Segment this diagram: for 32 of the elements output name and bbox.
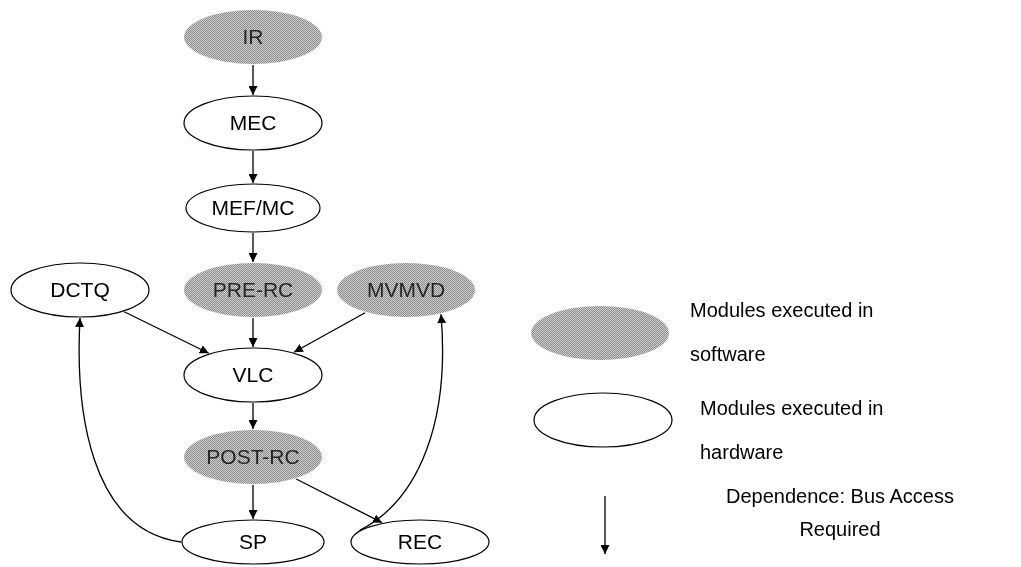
module-label: MEC (229, 111, 277, 135)
arrow (248, 484, 258, 520)
arrow (293, 312, 366, 353)
module-label: VLC (232, 363, 274, 387)
arrow (248, 402, 258, 430)
legend-text: Modules executed in hardware (700, 396, 885, 465)
legend-text: Modules executed in software (690, 298, 875, 367)
module-label: REC (397, 530, 443, 554)
arrow (358, 313, 446, 532)
arrow (248, 150, 258, 184)
module-label: DCTQ (50, 278, 110, 302)
software-module-ellipse (183, 262, 323, 318)
module-label: MEF/MC (211, 196, 295, 220)
software-module-ellipse (336, 262, 476, 318)
module-label: IR (242, 25, 264, 49)
hardware-module-ellipse (183, 95, 323, 151)
arrow (248, 317, 258, 348)
arrow (248, 232, 258, 263)
module-label: MVMVD (366, 278, 446, 302)
arrow (295, 478, 383, 524)
arrow (123, 311, 210, 354)
software-module-ellipse (183, 9, 323, 65)
hardware-module-ellipse (181, 519, 325, 565)
hardware-module-ellipse (183, 347, 323, 403)
hardware-module-ellipse (185, 183, 321, 233)
module-label: SP (239, 530, 267, 554)
hardware-module-ellipse (350, 519, 490, 565)
hardware-module-ellipse (10, 262, 150, 318)
arrow (248, 64, 258, 96)
module-label: PRE-RC (212, 278, 294, 302)
legend-text: Dependence: Bus Access Required (725, 484, 955, 542)
arrow (75, 317, 182, 543)
